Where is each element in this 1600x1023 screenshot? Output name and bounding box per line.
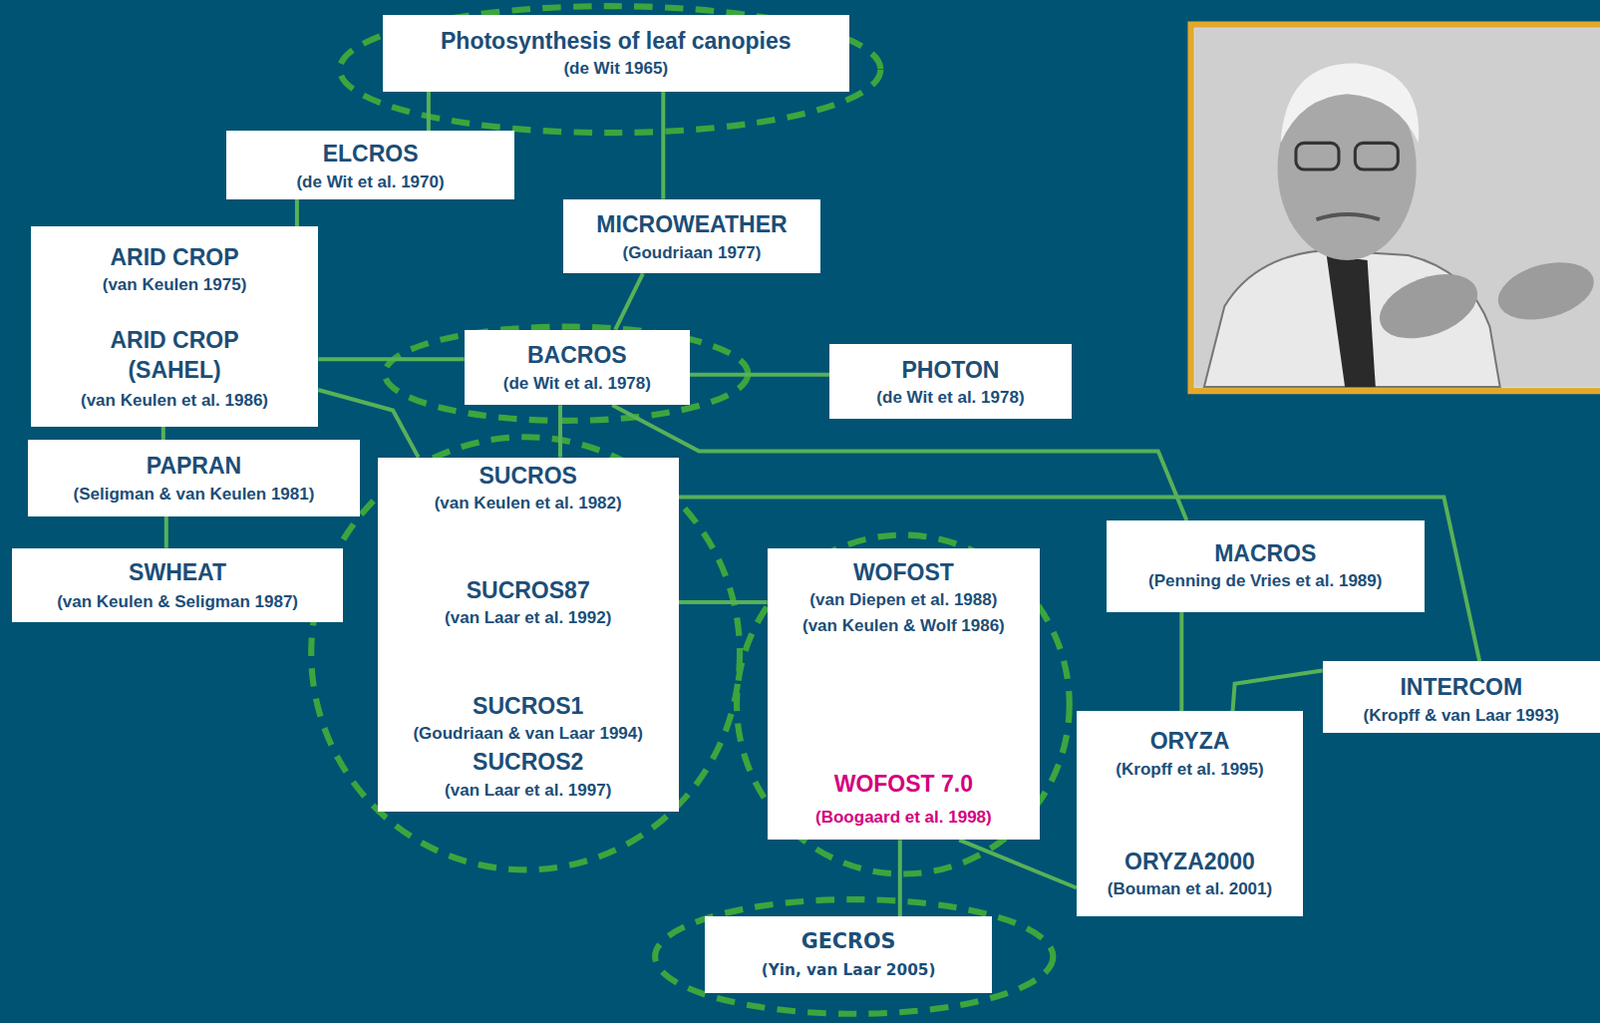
model-box: SWHEAT (van Keulen & Seligman 1987) bbox=[11, 548, 343, 624]
model-reference: (van Laar et al. 1997) bbox=[444, 780, 612, 801]
lineage-line bbox=[898, 839, 903, 917]
model-reference: (de Wit et al. 1970) bbox=[296, 172, 444, 193]
model-reference: (van Keulen & Seligman 1987) bbox=[56, 592, 299, 613]
model-box: MICROWEATHER (Goudriaan 1977) bbox=[563, 199, 821, 275]
model-name: Photosynthesis of leaf canopies bbox=[440, 27, 791, 56]
model-name: SUCROS87 bbox=[466, 577, 591, 606]
hand bbox=[1491, 252, 1600, 329]
model-reference: (van Diepen et al. 1988) bbox=[809, 590, 997, 611]
model-reference: (van Keulen et al. 1986) bbox=[80, 390, 269, 411]
glasses bbox=[1354, 142, 1398, 170]
model-name: GECROS bbox=[801, 929, 897, 955]
lineage-line bbox=[959, 839, 1077, 888]
lineage-line bbox=[161, 426, 166, 440]
model-box: WOFOST(van Diepen et al. 1988) (van Keule… bbox=[767, 548, 1040, 841]
model-name: ARID CROP bbox=[109, 244, 239, 273]
model-reference: (Kropff & van Laar 1993) bbox=[1363, 705, 1561, 726]
dashed-ring bbox=[736, 535, 1070, 875]
moustache bbox=[1315, 214, 1379, 220]
model-reference: (Penning de Vries et al. 1989) bbox=[1148, 571, 1382, 592]
lineage-line bbox=[164, 516, 169, 549]
model-reference: (Kropff et al. 1995) bbox=[1115, 759, 1264, 780]
lineage-line bbox=[612, 404, 1187, 521]
model-name: SWHEAT bbox=[128, 559, 227, 588]
dashed-ring bbox=[311, 436, 740, 870]
glasses bbox=[1295, 142, 1339, 170]
model-name: PAPRAN bbox=[146, 452, 242, 481]
model-name: SUCROS bbox=[478, 462, 577, 491]
model-reference: (Goudriaan & van Laar 1994) bbox=[412, 723, 643, 744]
model-name: SUCROS1 bbox=[472, 692, 584, 721]
dashed-ring bbox=[339, 5, 882, 133]
model-name: INTERCOM bbox=[1399, 673, 1523, 702]
model-name: ORYZA bbox=[1150, 727, 1231, 756]
lineage-line bbox=[1233, 670, 1323, 712]
model-name: WOFOST bbox=[853, 559, 955, 588]
model-name: PHOTON bbox=[901, 356, 999, 385]
lineage-line bbox=[318, 356, 464, 361]
model-box: ELCROS (de Wit et al. 1970) bbox=[226, 130, 515, 200]
model-reference: (Seligman & van Keulen 1981) bbox=[73, 484, 316, 505]
photo-frame bbox=[1191, 24, 1600, 392]
hair bbox=[1280, 62, 1420, 143]
tie bbox=[1326, 255, 1376, 387]
model-reference: (van Keulen & Wolf 1986) bbox=[802, 616, 1005, 637]
lineage-line bbox=[295, 199, 300, 228]
model-box: ORYZA (Kropff et al. 1995) ORYZA2000(Bouma… bbox=[1076, 710, 1303, 917]
lineage-line bbox=[678, 600, 768, 605]
model-box: SUCROS(van Keulen et al. 1982)SUCROS87(v… bbox=[377, 457, 679, 812]
lineage-line bbox=[426, 91, 431, 131]
hand bbox=[1370, 262, 1487, 351]
model-box: ARID CROP(van Keulen 1975) ARID CROP (SAH… bbox=[30, 226, 320, 427]
photo-ground bbox=[1195, 28, 1600, 387]
model-box: BACROS (de Wit et al. 1978) bbox=[464, 329, 690, 406]
model-reference: (de Wit 1965) bbox=[563, 58, 668, 79]
model-reference: (van Keulen et al. 1982) bbox=[434, 493, 623, 514]
model-reference: (Boogaard et al. 1998) bbox=[815, 807, 992, 828]
model-name: BACROS bbox=[527, 341, 628, 370]
model-box: MACROS(Penning de Vries et al. 1989) bbox=[1106, 520, 1425, 613]
portrait-photo bbox=[1191, 24, 1600, 392]
model-box: Photosynthesis of leaf canopies(de Wit 1… bbox=[382, 14, 850, 92]
model-name: ELCROS bbox=[322, 140, 419, 169]
model-name: MICROWEATHER bbox=[596, 211, 787, 240]
lineage-line bbox=[1179, 612, 1184, 711]
model-box: GECROS (Yin, van Laar 2005) bbox=[704, 916, 992, 993]
model-box: PHOTON(de Wit et al. 1978) bbox=[829, 343, 1072, 419]
model-name: MACROS bbox=[1214, 540, 1316, 569]
model-box: PAPRAN (Seligman & van Keulen 1981) bbox=[27, 439, 361, 517]
model-name: ORYZA2000 bbox=[1124, 848, 1256, 877]
lineage-line bbox=[660, 91, 665, 200]
shirt bbox=[1204, 250, 1501, 387]
model-reference: (de Wit et al. 1978) bbox=[503, 373, 651, 394]
model-reference: (Bouman et al. 2001) bbox=[1107, 879, 1273, 900]
dashed-ring bbox=[654, 899, 1053, 1014]
model-reference: (de Wit et al. 1978) bbox=[876, 387, 1024, 408]
model-reference: (Yin, van Laar 2005) bbox=[761, 960, 937, 979]
lineage-line bbox=[558, 404, 563, 457]
model-name: SUCROS2 bbox=[472, 748, 584, 777]
model-reference: (van Keulen 1975) bbox=[102, 275, 248, 296]
model-name: WOFOST 7.0 bbox=[834, 770, 973, 799]
model-reference: (Goudriaan 1977) bbox=[623, 243, 762, 264]
lineage-line bbox=[689, 372, 830, 377]
model-reference: (van Laar et al. 1992) bbox=[444, 608, 612, 629]
model-name: ARID CROP (SAHEL) bbox=[87, 325, 262, 386]
lineage-line bbox=[615, 273, 643, 329]
model-box: INTERCOM (Kropff & van Laar 1993) bbox=[1322, 660, 1600, 733]
